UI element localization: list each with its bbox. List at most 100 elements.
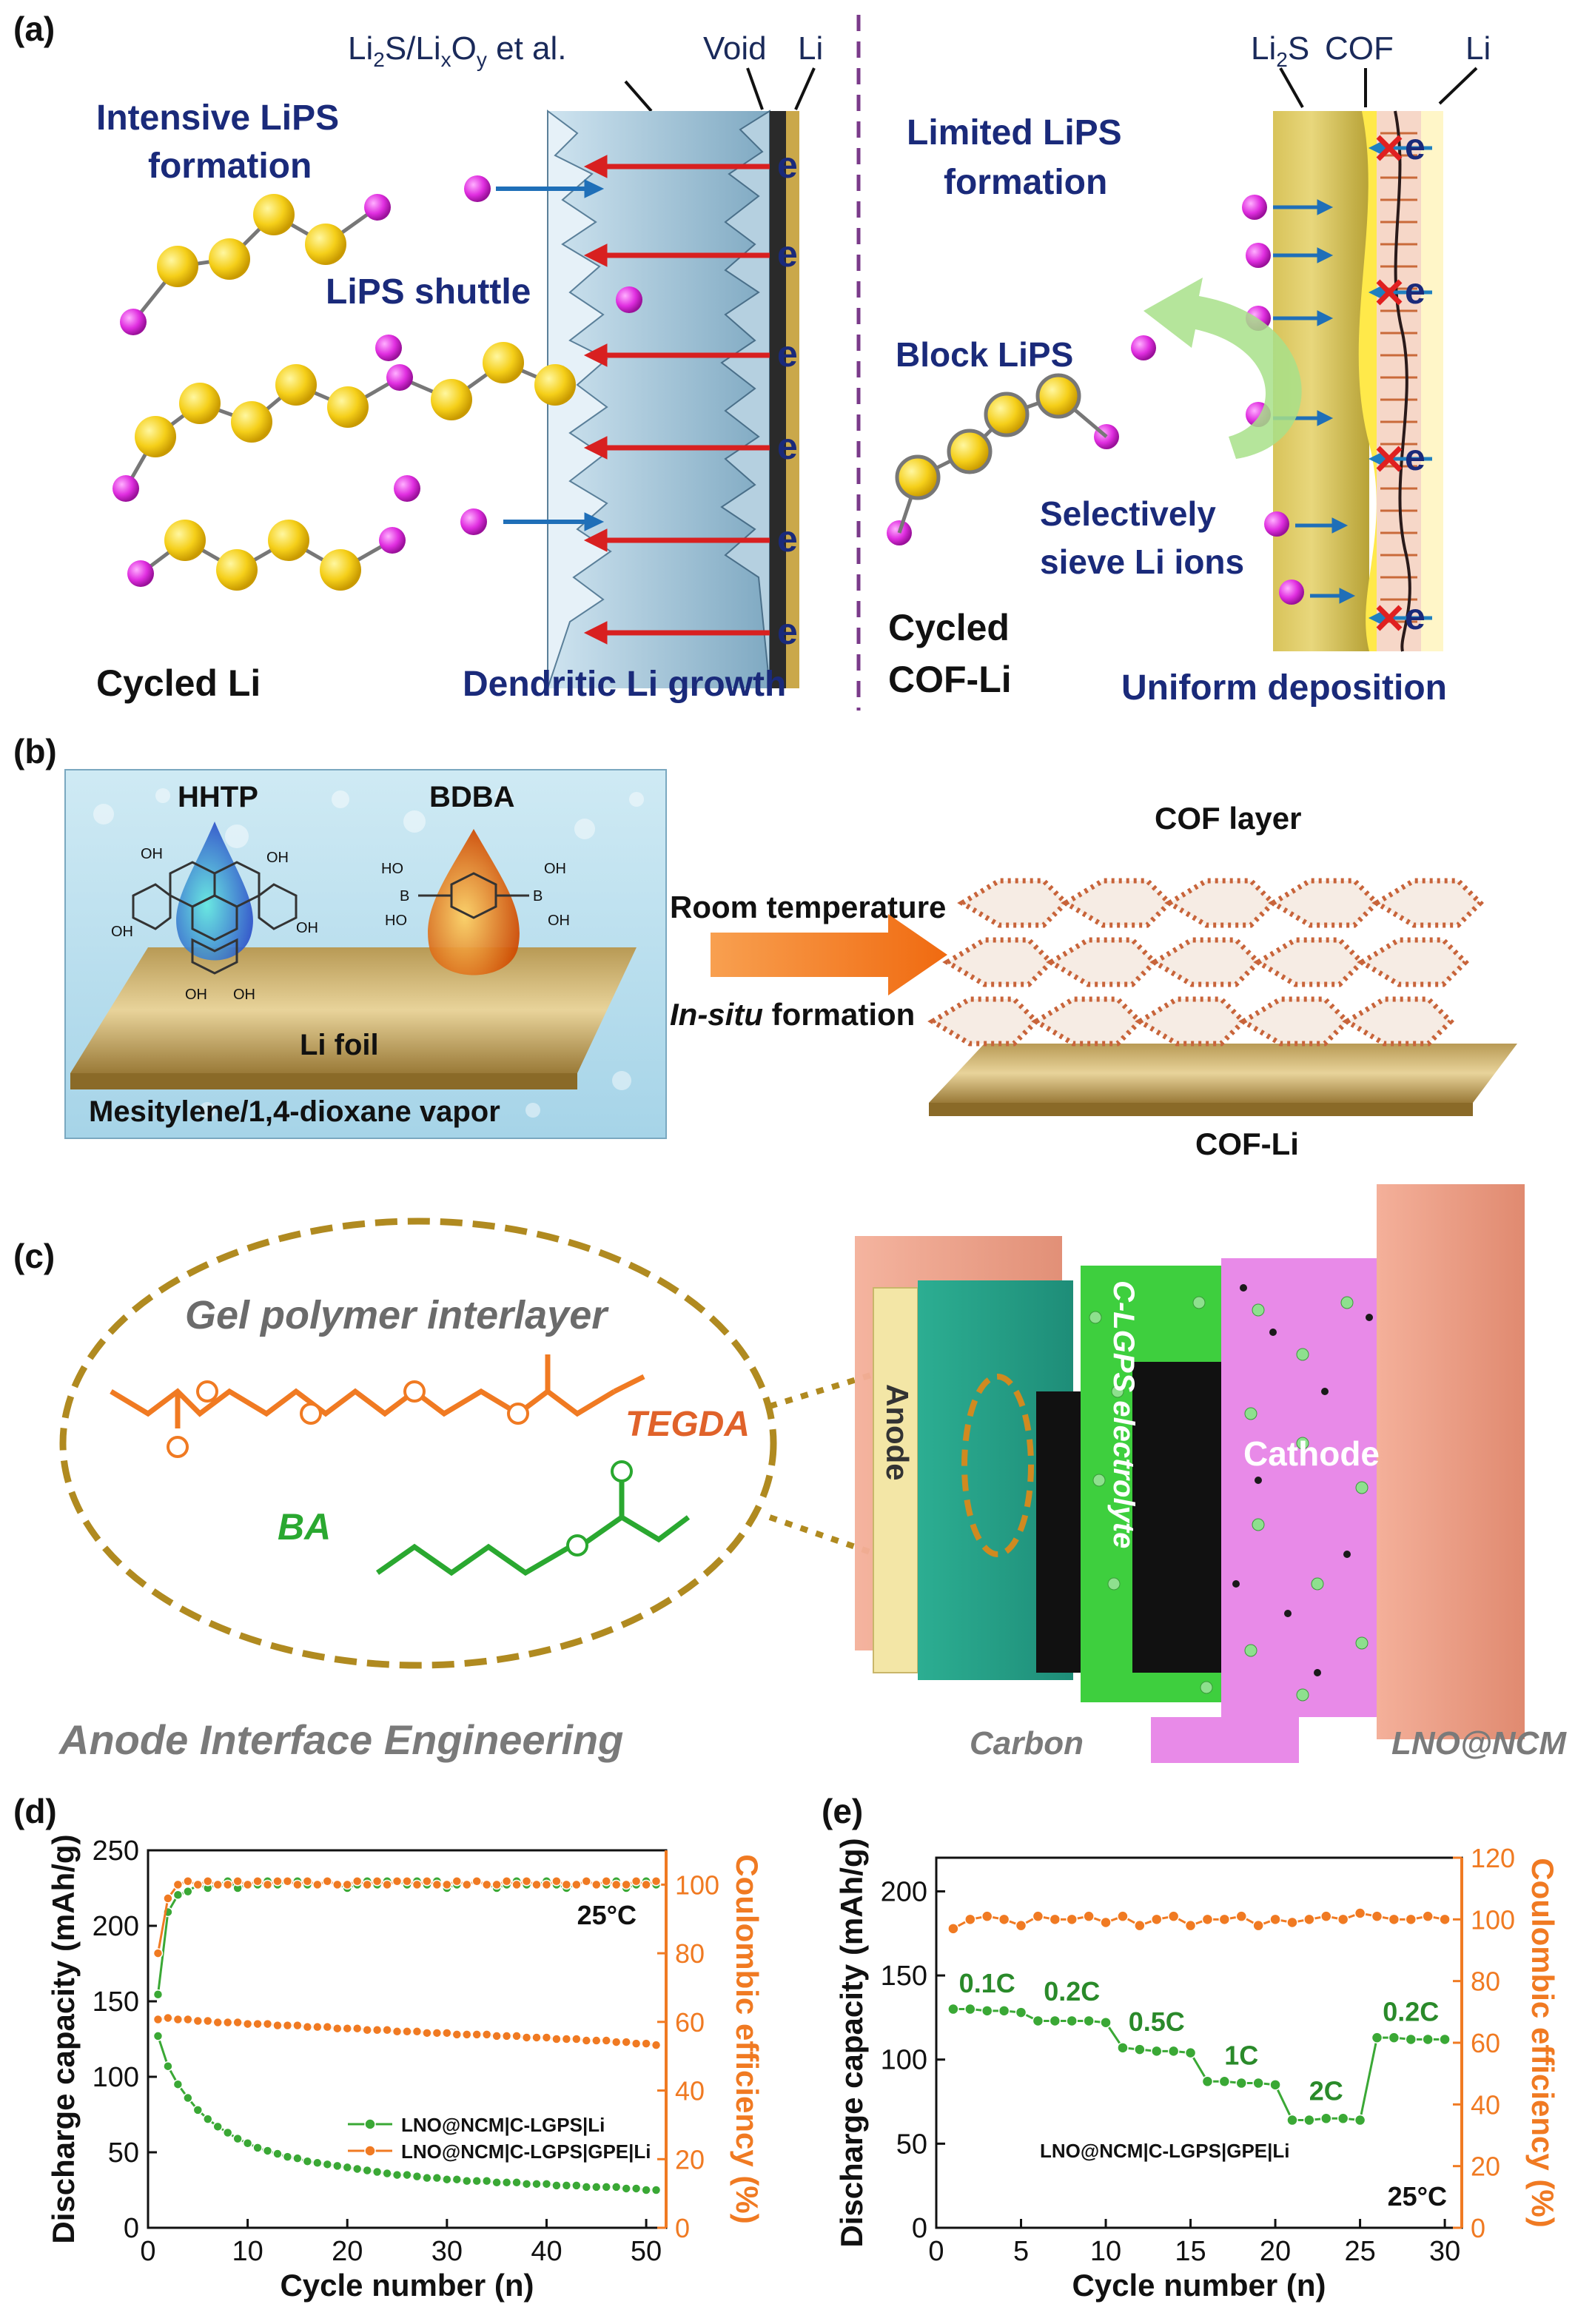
data-point (511, 1879, 522, 1890)
y2-tick-label: 0 (675, 2213, 690, 2243)
y-tick-label: 150 (881, 1961, 927, 1992)
ba-label: BA (278, 1506, 331, 1548)
rate-label: 2C (1309, 2075, 1343, 2106)
li2s-label: Li2S/LixOy et al. (348, 30, 567, 71)
bdba-molecule (418, 872, 529, 919)
data-point (222, 2017, 233, 2028)
data-point (1066, 2015, 1078, 2027)
data-point (611, 2037, 622, 2047)
data-point (272, 2020, 283, 2031)
data-point (163, 2012, 173, 2024)
data-point (471, 2176, 482, 2186)
data-point (192, 1879, 204, 1890)
data-point (1235, 1910, 1248, 1922)
data-point (282, 1875, 293, 1887)
data-point (601, 2182, 611, 2192)
sulfur-atoms-left (113, 175, 642, 591)
data-point (531, 2032, 542, 2043)
x-tick-label: 20 (1260, 2236, 1291, 2267)
shuttle-arrows-left (496, 179, 605, 531)
plot-frame (935, 1856, 1463, 2229)
data-point (1134, 2043, 1146, 2055)
data-point (272, 2149, 283, 2159)
data-point (152, 1989, 164, 2000)
data-point (591, 2035, 602, 2046)
sieve-label-2: sieve Li ions (1040, 543, 1244, 581)
data-point (442, 2174, 452, 2185)
data-point (431, 1879, 443, 1890)
data-point (312, 2157, 323, 2169)
temperature-annotation: 25°C (1388, 2181, 1447, 2212)
y2-axis-label: Coulombic efficiency (%) (730, 1854, 765, 2223)
data-point (1049, 2015, 1061, 2027)
y-tick-label: 150 (93, 1987, 139, 2018)
data-point (352, 1875, 363, 1887)
anode-label: Anode (880, 1384, 915, 1481)
data-point (342, 1879, 352, 1890)
data-point (551, 2034, 562, 2044)
data-point (1354, 2114, 1366, 2126)
hhtp-label: HHTP (178, 781, 258, 813)
data-point (651, 1875, 662, 1887)
y2-tick-label: 0 (1471, 2213, 1485, 2243)
data-point (531, 2179, 542, 2189)
vapor-label: Mesitylene/1,4-dioxane vapor (89, 1095, 500, 1128)
data-point (1235, 2077, 1248, 2089)
x-tick-label: 30 (1429, 2236, 1460, 2267)
limited-label-1: Limited LiPS (907, 113, 1122, 152)
y2-axis-label: Coulombic efficiency (%) (1525, 1858, 1560, 2227)
data-point (412, 1879, 423, 1890)
svg-text:e: e (777, 426, 798, 467)
data-point (342, 2023, 352, 2034)
data-point (1032, 2015, 1044, 2027)
data-point (212, 1879, 223, 1890)
svg-text:OH: OH (111, 924, 133, 940)
data-point (172, 1879, 184, 1890)
data-point (1303, 2114, 1315, 2126)
svg-text:OH: OH (548, 913, 570, 929)
x-tick-label: 10 (1090, 2236, 1121, 2267)
legend-marker-1 (364, 2145, 376, 2157)
data-point (1303, 1913, 1315, 1926)
data-point (372, 2166, 383, 2177)
legend-carbon-label: Carbon (970, 1725, 1084, 1762)
data-point (561, 2034, 572, 2044)
data-point (1134, 1919, 1146, 1932)
li-foil-label: Li foil (300, 1029, 379, 1061)
svg-text:e: e (1405, 126, 1425, 167)
data-point (332, 2023, 343, 2034)
data-point (152, 2014, 164, 2025)
data-point (1117, 1910, 1129, 1922)
data-point (1218, 2075, 1231, 2088)
dendrite-layer (547, 110, 799, 689)
data-point (964, 2003, 976, 2015)
data-point (1150, 1913, 1163, 1926)
y-tick-label: 100 (881, 2045, 927, 2076)
x-tick-label: 40 (531, 2236, 562, 2267)
dendritic-label: Dendritic Li growth (463, 665, 786, 704)
data-point (571, 2180, 582, 2191)
data-point (282, 2020, 293, 2031)
data-point (491, 2177, 502, 2188)
svg-text:OH: OH (141, 846, 163, 862)
data-point (651, 2040, 662, 2050)
data-point (302, 1875, 313, 1887)
uniform-label: Uniform deposition (1121, 668, 1447, 708)
svg-text:HO: HO (381, 861, 403, 877)
y2-tick-label: 20 (1471, 2152, 1500, 2182)
y2-tick-label: 60 (1471, 2028, 1500, 2058)
data-point (272, 1875, 283, 1887)
electrolyte-label: C-LGPS electrolyte (1107, 1280, 1140, 1548)
data-point (511, 2031, 522, 2041)
tegda-oxygens (167, 1380, 529, 1458)
svg-text:e: e (1405, 270, 1425, 312)
data-point (511, 2177, 522, 2188)
data-point (352, 2023, 363, 2034)
data-point (422, 2172, 432, 2183)
data-point (172, 2014, 184, 2025)
data-point (172, 2079, 184, 2089)
rate-label: 0.2C (1044, 1976, 1100, 2006)
